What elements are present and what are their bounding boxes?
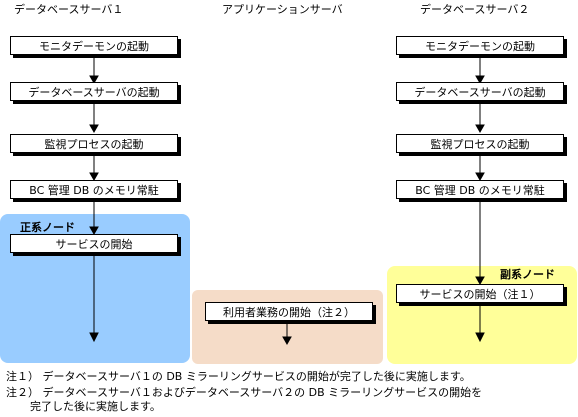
note-1: 注１） データベースサーバ１の DB ミラーリングサービスの開始が完了した後に実… xyxy=(6,370,471,383)
step-box-bc-management-db-1: BC 管理 DB のメモリ常駐 xyxy=(10,180,178,199)
step-box-monitor-process-1: 監視プロセスの起動 xyxy=(10,134,178,153)
note-2-line-2: 完了した後に実施します。 xyxy=(30,400,161,413)
note-2-line-1: 注２） データベースサーバ１およびデータベースサーバ２の DB ミラーリングサー… xyxy=(6,386,483,399)
step-box-service-start-1: サービスの開始 xyxy=(10,234,178,253)
step-box-user-business-start: 利用者業務の開始（注２） xyxy=(205,302,373,321)
db-server-2-title: データベースサーバ２ xyxy=(420,3,530,16)
step-box-db-server-start-1: データベースサーバの起動 xyxy=(10,82,178,101)
step-box-monitor-daemon-1: モニタデーモンの起動 xyxy=(10,36,178,55)
step-box-bc-management-db-2: BC 管理 DB のメモリ常駐 xyxy=(396,180,564,199)
step-box-db-server-start-2: データベースサーバの起動 xyxy=(396,82,564,101)
app-server-title: アプリケーションサーバ xyxy=(222,3,343,16)
db-server-1-title: データベースサーバ１ xyxy=(14,3,124,16)
primary-node-label: 正系ノード xyxy=(20,221,75,234)
step-box-monitor-process-2: 監視プロセスの起動 xyxy=(396,134,564,153)
secondary-node-label: 副系ノード xyxy=(500,268,555,281)
step-box-monitor-daemon-2: モニタデーモンの起動 xyxy=(396,36,564,55)
step-box-service-start-2: サービスの開始（注１） xyxy=(396,284,564,303)
